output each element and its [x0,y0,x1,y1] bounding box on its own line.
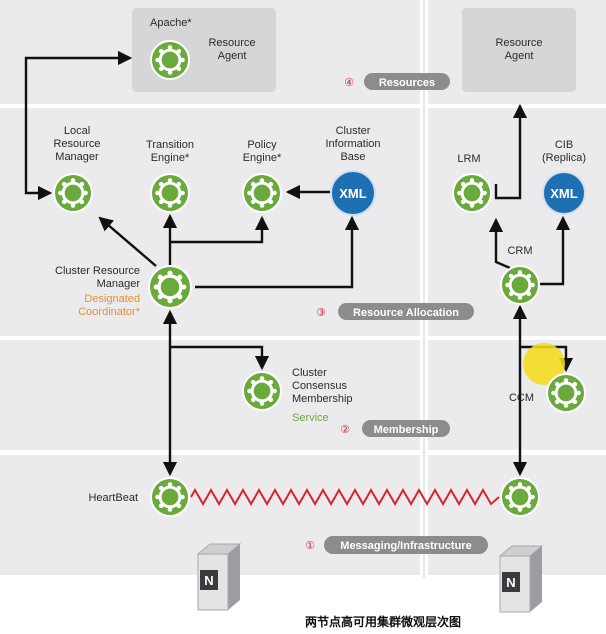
crm-right-label: CRM [507,245,532,257]
arrow-crm-lrm [98,216,157,267]
layer-messaging-label: Messaging/Infrastructure [340,540,471,552]
layer-resources: ④ Resources [344,73,450,90]
crm-gear-icon [148,265,192,309]
heartbeat-signal-line [190,487,500,507]
arrow-apache-lrm [24,50,133,201]
apache-label: Apache* [150,17,192,29]
layer-membership-number: ② [340,424,350,436]
arrow-crm-consensus [170,345,270,371]
layer-membership: ② Membership [340,420,450,437]
lrm-right-gear-icon [452,173,492,213]
arrow-crm-cib [195,215,360,289]
layer-resources-label: Resources [379,77,435,89]
layer-messaging: ① Messaging/Infrastructure [305,536,488,554]
policy-engine-gear-icon [242,173,282,213]
cursor-highlight [523,343,565,385]
cib-xml-label: XML [339,186,367,201]
server-right-label: N [506,575,515,590]
band-membership [0,340,606,450]
cib-replica-xml-label: XML [550,186,578,201]
server-left-label: N [204,573,213,588]
layer-resource-allocation-number: ③ [316,307,326,319]
server-left-icon: N [196,543,242,611]
layer-resource-allocation: ③ Resource Allocation [316,303,474,320]
right-resource-agent-box [462,8,576,92]
server-right-icon: N [498,545,544,613]
crm-right-gear-icon [500,265,540,305]
service-label: Service [292,412,329,424]
arrow-crm-lrm-right [488,217,511,270]
heartbeat-gear-icon [150,477,190,517]
cib-xml-icon: XML [330,170,376,216]
heartbeat-label: HeartBeat [88,492,138,504]
lrm-gear-icon [53,173,93,213]
diagram-caption: 两节点高可用集群微观层次图 [305,614,461,629]
cib-replica-xml-icon: XML [542,171,586,215]
cib-right-label: CIB(Replica) [542,139,586,164]
transition-engine-gear-icon [150,173,190,213]
layer-membership-label: Membership [374,424,439,436]
arrow-crm-policy [170,215,270,244]
arrow-crm-cib-right [540,215,571,286]
heartbeat-right-gear-icon [500,477,540,517]
consensus-gear-icon [242,371,282,411]
ccm-label: CCM [509,392,534,404]
ccm-gear-icon [546,373,586,413]
layer-resources-number: ④ [344,77,354,89]
arrow-lrm-resource-agent [494,103,528,200]
layer-resource-allocation-label: Resource Allocation [353,307,459,319]
layer-messaging-number: ① [305,540,315,552]
lrm-right-label: LRM [457,153,480,165]
apache-gear-icon [150,40,190,80]
